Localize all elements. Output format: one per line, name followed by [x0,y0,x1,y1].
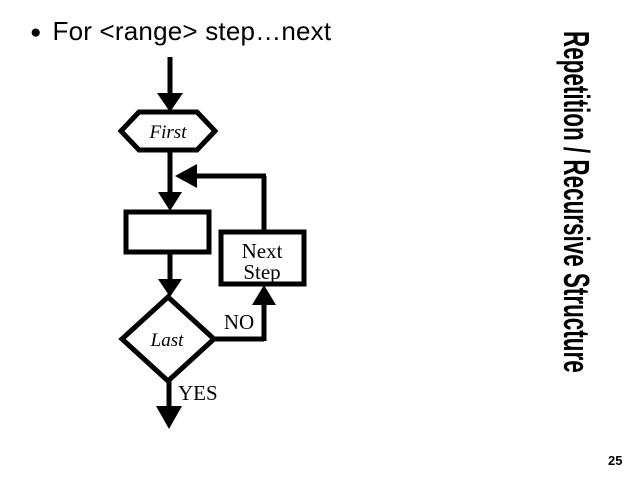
last-label: Last [150,330,184,351]
process-rectangle [123,209,212,255]
first-to-process-arrow [158,150,182,211]
bullet-text: For <range> step…next [52,16,332,46]
next-step-label-line1: Next [242,239,283,263]
next-step-label-line2: Step [243,260,280,284]
start-arrow [157,57,183,112]
yes-label: YES [178,381,218,405]
next-step-box: Next Step [218,229,307,287]
first-label: First [149,122,188,143]
bullet-icon: ● [30,22,42,44]
yes-arrow [156,381,182,429]
section-title-vertical: Repetition / Recursive Structure [555,31,596,373]
page-number: 25 [608,453,623,468]
first-hexagon: First [117,109,219,153]
process-to-last-arrow [158,252,182,297]
no-label: NO [224,310,254,334]
bullet-list-item: ● For <range> step…next [30,16,331,47]
loop-return-line [175,164,267,232]
last-diamond: Last [118,293,218,385]
no-branch-line [214,285,276,342]
